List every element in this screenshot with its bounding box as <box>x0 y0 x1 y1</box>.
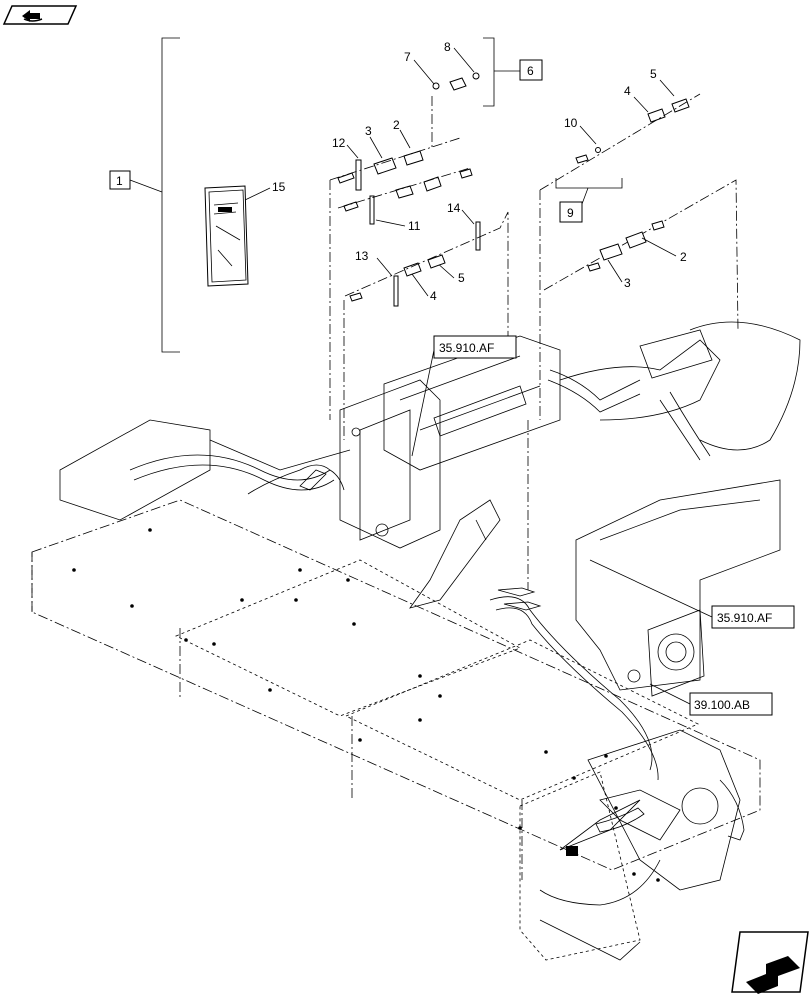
callout-4: 4 <box>430 289 437 303</box>
fitting-item-7-8 <box>432 72 480 91</box>
reference-35-910-af-lower[interactable]: 35.910.AF <box>589 559 795 629</box>
callout-12: 12 <box>332 136 346 150</box>
callout-2b: 2 <box>680 250 687 264</box>
callout-box-9[interactable]: 9 <box>559 201 583 223</box>
callout-3: 3 <box>365 124 372 138</box>
callout-4b: 4 <box>624 84 631 98</box>
hydraulic-hoses <box>247 369 641 611</box>
decal-pad <box>566 807 645 856</box>
coupler-assembly-right-upper <box>575 98 690 164</box>
callout-5: 5 <box>458 271 465 285</box>
callout-15: 15 <box>272 180 286 194</box>
previous-page-icon[interactable] <box>2 5 78 25</box>
callout-number: 6 <box>527 64 534 78</box>
callout-number: 9 <box>567 206 574 220</box>
callout-3b: 3 <box>624 276 631 290</box>
callout-5b: 5 <box>650 67 657 81</box>
instruction-sheet-item-15 <box>204 185 249 287</box>
callout-11: 11 <box>408 219 421 233</box>
coupler-assembly-upper <box>337 150 473 225</box>
coupler-assembly-right-lower <box>587 220 665 272</box>
callout-box-1[interactable]: 1 <box>109 170 131 190</box>
reference-39-100-ab[interactable]: 39.100.AB <box>649 683 773 716</box>
callout-number: 1 <box>116 174 123 188</box>
callout-box-6[interactable]: 6 <box>519 59 543 81</box>
callout-13: 13 <box>355 249 369 263</box>
fastener-dots <box>72 528 660 882</box>
callout-2: 2 <box>393 118 400 132</box>
reference-label: 39.100.AB <box>694 698 750 712</box>
callout-7: 7 <box>404 50 411 64</box>
callout-8: 8 <box>444 40 451 54</box>
reference-label: 35.910.AF <box>439 341 494 355</box>
header-frame <box>31 321 801 961</box>
callout-10: 10 <box>564 116 578 130</box>
reference-35-910-af-upper[interactable]: 35.910.AF <box>411 335 517 457</box>
reference-label: 35.910.AF <box>717 611 772 625</box>
next-page-icon[interactable] <box>731 931 809 994</box>
coupler-assembly-middle <box>349 221 481 307</box>
callout-14: 14 <box>447 201 461 215</box>
